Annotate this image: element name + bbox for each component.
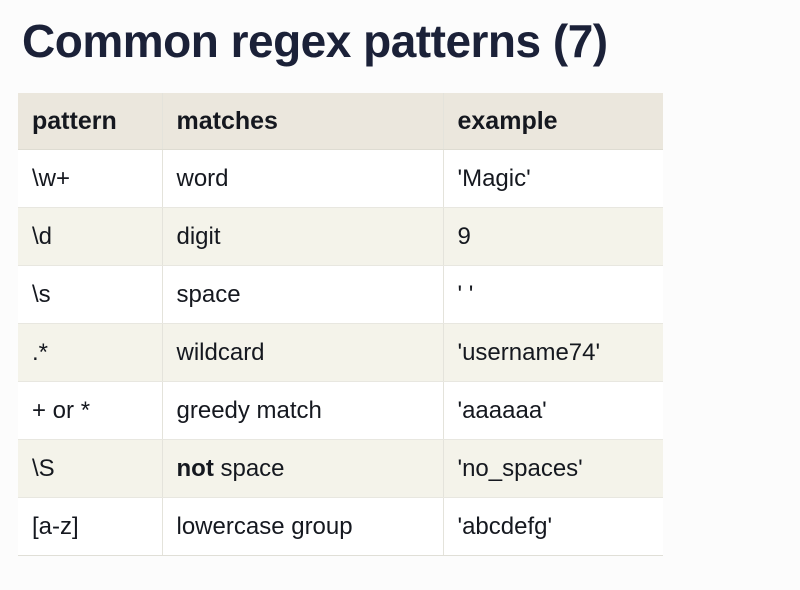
cell-example: 'aaaaaa' — [443, 381, 663, 440]
cell-example: 'abcdefg' — [443, 497, 663, 556]
cell-pattern: \s — [18, 265, 163, 324]
cell-matches-text: lowercase group — [176, 512, 353, 540]
column-header-matches: matches — [162, 93, 444, 150]
cell-matches: digit — [162, 207, 444, 266]
cell-matches: not space — [162, 439, 444, 498]
table-header-row: pattern matches example — [18, 93, 663, 150]
cell-matches-text: space — [176, 280, 241, 308]
table-row: \S not space 'no_spaces' — [18, 439, 663, 498]
cell-example: 9 — [443, 207, 663, 266]
cell-matches: word — [162, 149, 444, 208]
regex-patterns-table: pattern matches example \w+ word 'Magic'… — [18, 93, 663, 556]
table-body: \w+ word 'Magic' \d digit 9 \s space ' '… — [18, 149, 663, 556]
cell-matches: greedy match — [162, 381, 444, 440]
cell-pattern: \w+ — [18, 149, 163, 208]
cell-matches-text: wildcard — [176, 338, 265, 366]
cell-pattern: [a-z] — [18, 497, 163, 556]
table-row: \w+ word 'Magic' — [18, 149, 663, 208]
cell-matches-text: space — [220, 454, 285, 482]
cell-example: 'username74' — [443, 323, 663, 382]
page-title: Common regex patterns (7) — [22, 15, 608, 67]
cell-pattern: \S — [18, 439, 163, 498]
table-row: + or * greedy match 'aaaaaa' — [18, 381, 663, 440]
cell-matches-bold: not — [176, 454, 221, 482]
cell-matches: space — [162, 265, 444, 324]
cell-matches-text: digit — [176, 222, 221, 250]
cell-pattern: .* — [18, 323, 163, 382]
cell-matches-text: word — [176, 164, 229, 192]
cell-pattern: \d — [18, 207, 163, 266]
table-row: .* wildcard 'username74' — [18, 323, 663, 382]
column-header-pattern: pattern — [18, 93, 163, 150]
table-row: [a-z] lowercase group 'abcdefg' — [18, 497, 663, 556]
regex-table-container: pattern matches example \w+ word 'Magic'… — [18, 93, 663, 556]
cell-pattern: + or * — [18, 381, 163, 440]
table-row: \s space ' ' — [18, 265, 663, 324]
cell-example: ' ' — [443, 265, 663, 324]
cell-example: 'Magic' — [443, 149, 663, 208]
column-header-example: example — [443, 93, 663, 150]
table-header: pattern matches example — [18, 93, 663, 150]
table-row: \d digit 9 — [18, 207, 663, 266]
cell-matches-text: greedy match — [176, 396, 322, 424]
cell-matches: wildcard — [162, 323, 444, 382]
cell-matches: lowercase group — [162, 497, 444, 556]
cell-example: 'no_spaces' — [443, 439, 663, 498]
